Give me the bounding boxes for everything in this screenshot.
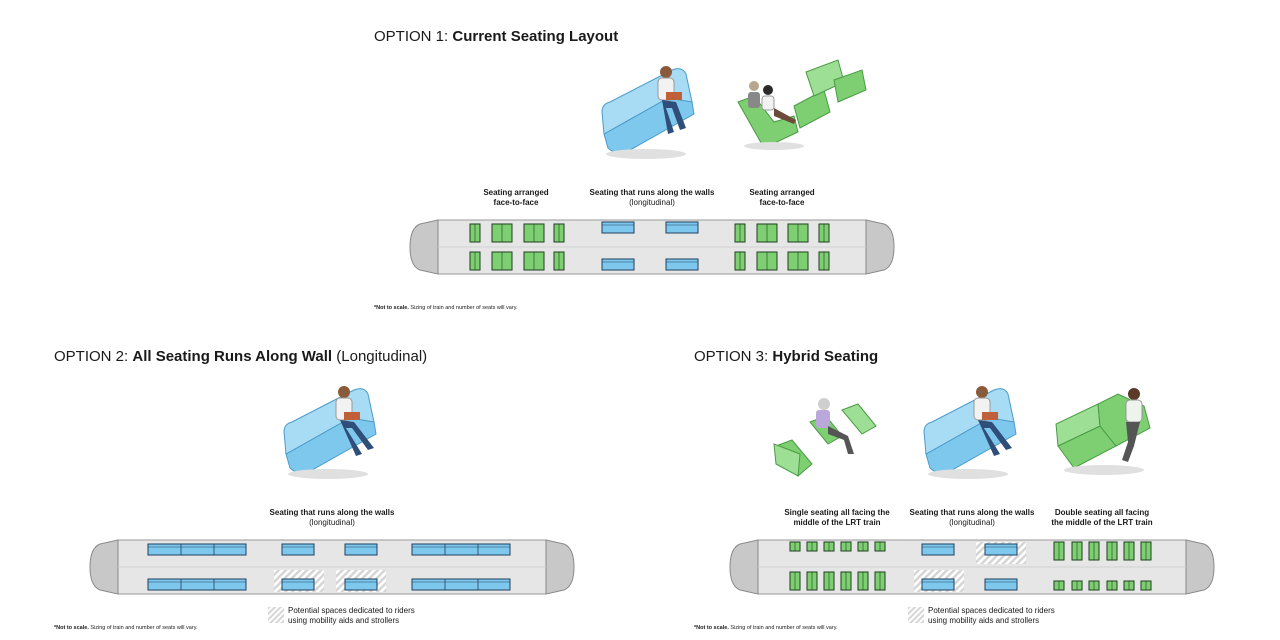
face-to-face-seats-illustration (737, 59, 867, 150)
longitudinal-seat (601, 258, 635, 271)
longitudinal-seat (411, 578, 511, 591)
longitudinal-seat (921, 543, 955, 556)
longitudinal-seat (921, 578, 955, 591)
option2-title: OPTION 2: All Seating Runs Along Wall (L… (54, 348, 428, 365)
train-cab-right (545, 539, 575, 595)
train-cab-right (865, 219, 895, 275)
option2-caption-mid: Seating that runs along the walls(longit… (269, 508, 395, 527)
option3-train-plan (729, 539, 1215, 595)
option1-train-plan (409, 219, 895, 275)
train-cab-left (409, 219, 439, 275)
double-seats-illustration (1055, 388, 1151, 475)
option1-title: OPTION 1: Current Seating Layout (374, 28, 619, 45)
mobility-space-legend-swatch (268, 607, 284, 623)
longitudinal-seat (147, 578, 247, 591)
option1-caption-mid: Seating that runs along the walls(longit… (589, 188, 715, 207)
longitudinal-seat (281, 578, 315, 591)
option2-note: *Not to scale. Sizing of train and numbe… (54, 625, 198, 631)
longitudinal-seat (665, 221, 699, 234)
longitudinal-bench-illustration-3 (923, 386, 1017, 479)
longitudinal-seat (344, 543, 378, 556)
option3-caption-mid: Seating that runs along the walls(longit… (909, 508, 1035, 527)
option3-title: OPTION 3: Hybrid Seating (694, 348, 879, 365)
train-cab-left (89, 539, 119, 595)
option3-note: *Not to scale. Sizing of train and numbe… (694, 625, 838, 631)
longitudinal-seat (411, 543, 511, 556)
single-seats-illustration (773, 398, 877, 477)
longitudinal-seat (281, 543, 315, 556)
option1-note: *Not to scale. Sizing of train and numbe… (374, 305, 518, 311)
longitudinal-seat (984, 578, 1018, 591)
longitudinal-seat (601, 221, 635, 234)
mobility-space-legend-swatch-3 (908, 607, 924, 623)
train-cab-right (1185, 539, 1215, 595)
train-cab-left (729, 539, 759, 595)
longitudinal-bench-illustration-2 (283, 386, 377, 479)
longitudinal-seat (147, 543, 247, 556)
longitudinal-seat (344, 578, 378, 591)
option2-train-plan (89, 539, 575, 595)
longitudinal-bench-illustration (601, 66, 695, 159)
longitudinal-seat (984, 543, 1018, 556)
longitudinal-seat (665, 258, 699, 271)
